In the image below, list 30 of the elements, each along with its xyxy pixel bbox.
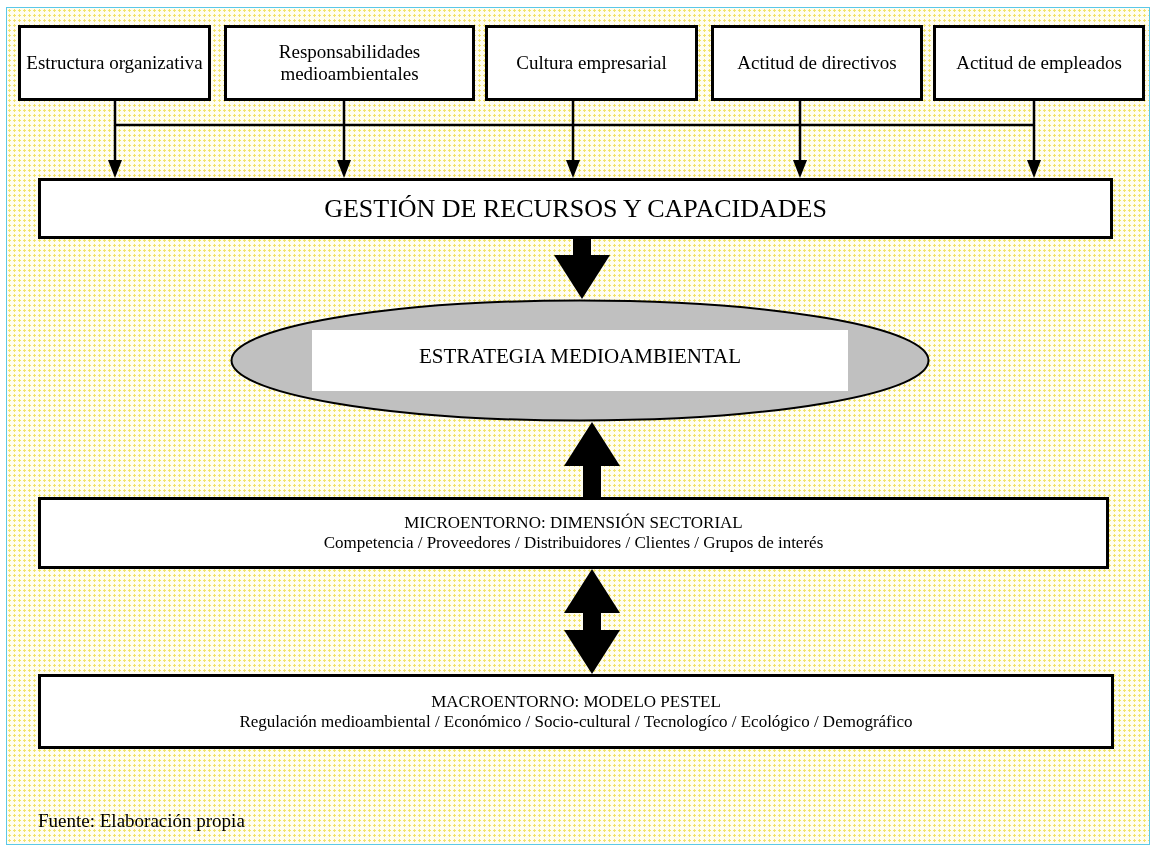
box-label: Actitud de empleados [956, 52, 1122, 74]
caption: Fuente: Elaboración propia [38, 810, 245, 832]
arrow [554, 239, 610, 299]
process-box [711, 25, 923, 101]
box-label: Regulación medioambiental / Económico / Socio-cultural / Tecnologíco / Ecológico / Demográfico [239, 711, 913, 732]
arrow [793, 101, 807, 178]
process-box [18, 25, 211, 101]
arrow [564, 422, 620, 497]
arrow [566, 101, 580, 178]
box-heading: MICROENTORNO: DIMENSIÓN SECTORIAL [404, 513, 743, 533]
ellipse-node [230, 299, 930, 422]
arrow [108, 101, 122, 178]
process-box [933, 25, 1145, 101]
arrow [1027, 101, 1041, 178]
box-label: Actitud de directivos [737, 52, 897, 74]
process-box [485, 25, 698, 101]
box-heading: MACROENTORNO: MODELO PESTEL [431, 691, 721, 712]
box-label: Cultura empresarial [516, 52, 667, 74]
arrow [337, 101, 351, 178]
box-label: Responsabilidades medioambientales [277, 41, 422, 85]
process-box [38, 674, 1114, 749]
box-label: Competencia / Proveedores / Distribuidores / Clientes / Grupos de interés [323, 533, 824, 553]
process-box [224, 25, 475, 101]
process-box [38, 497, 1109, 569]
connector-bus [115, 123, 1034, 127]
arrow [564, 569, 620, 674]
box-label: ESTRATEGIA MEDIOAMBIENTAL [312, 330, 848, 391]
box-label: Estructura organizativa [26, 52, 203, 74]
box-label: GESTIÓN DE RECURSOS Y CAPACIDADES [324, 193, 827, 224]
process-box [38, 178, 1113, 239]
